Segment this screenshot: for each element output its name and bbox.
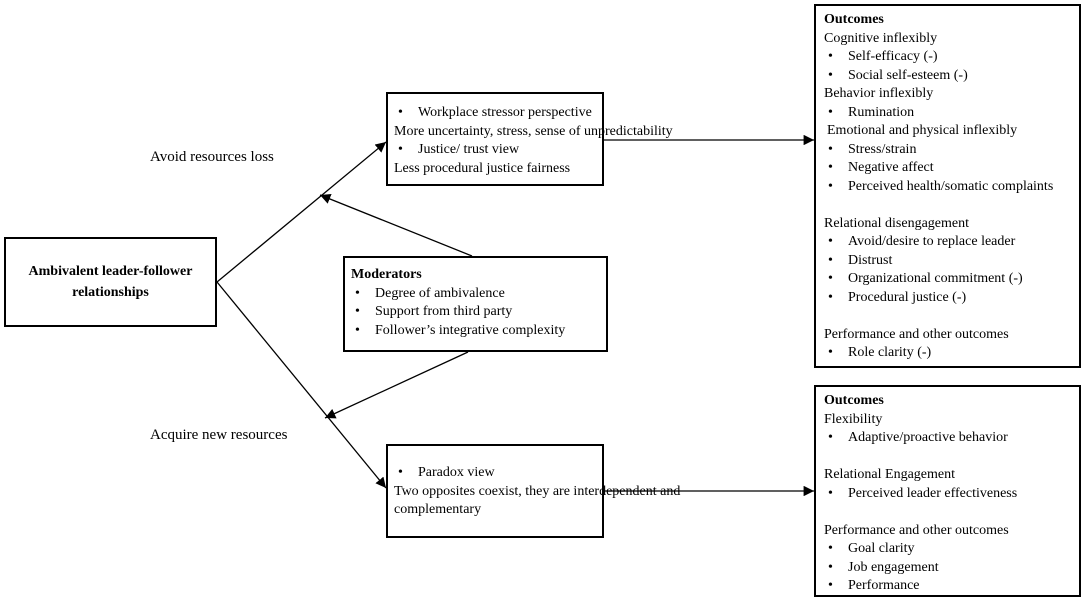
moderators-box: Moderators Degree of ambivalence Support… — [343, 256, 608, 352]
outcome-item: Goal clarity — [824, 540, 1079, 559]
justice-trust-bullet: Justice/ trust view — [394, 141, 602, 160]
performance-heading: Performance and other outcomes — [824, 326, 1009, 342]
arrow-central-to-lower — [216, 281, 387, 489]
emotional-heading: Emotional and physical inflexibly — [827, 123, 1018, 138]
central-construct-box: Ambivalent leader-follower relationships — [4, 237, 217, 327]
outcome-item: Perceived health/somatic complaints — [824, 178, 1079, 197]
paradox-text-line1: Two opposites coexist, they are interdep… — [394, 483, 681, 499]
workplace-stressor-bullet: Workplace stressor perspective — [394, 104, 602, 123]
behavior-heading: Behavior inflexibly — [824, 86, 934, 101]
outcome-item: Job engagement — [824, 559, 1079, 578]
outcome-item: Procedural justice (-) — [824, 289, 1079, 308]
relational-engagement-heading: Relational Engagement — [824, 467, 956, 482]
moderator-item: Degree of ambivalence — [351, 285, 606, 304]
outcome-item: Perceived leader effectiveness — [824, 485, 1079, 504]
arrow-moderator-to-upper-path — [319, 194, 473, 257]
moderator-item: Support from third party — [351, 303, 606, 322]
arrow-central-to-upper — [216, 141, 387, 283]
acquire-resources-label: Acquire new resources — [150, 427, 288, 443]
outcome-item: Negative affect — [824, 159, 1079, 178]
positive-outcomes-box: Outcomes Flexibility Adaptive/proactive … — [814, 385, 1081, 597]
outcome-item: Rumination — [824, 104, 1079, 123]
outcomes-title: Outcomes — [824, 393, 884, 408]
avoid-loss-label: Avoid resources loss — [150, 149, 274, 165]
outcome-item: Self-efficacy (-) — [824, 48, 1079, 67]
outcome-item: Adaptive/proactive behavior — [824, 429, 1079, 448]
flexibility-heading: Flexibility — [824, 411, 883, 427]
outcome-item: Role clarity (-) — [824, 344, 1079, 363]
upper-mechanism-box: Workplace stressor perspective More unce… — [386, 92, 673, 186]
procedural-justice-text: Less procedural justice fairness — [394, 160, 571, 176]
paradox-text-line2: complementary — [394, 502, 482, 517]
lower-mechanism-box: Paradox view Two opposites coexist, they… — [386, 444, 681, 538]
moderators-title: Moderators — [351, 267, 422, 282]
outcome-item: Performance — [824, 577, 1079, 596]
moderator-item: Follower’s integrative complexity — [351, 322, 606, 341]
negative-outcomes-box: Outcomes Cognitive inflexibly Self-effic… — [814, 4, 1081, 368]
outcome-item: Organizational commitment (-) — [824, 270, 1079, 289]
outcome-item: Stress/strain — [824, 141, 1079, 160]
relational-heading: Relational disengagement — [824, 215, 970, 231]
paradox-view-bullet: Paradox view — [394, 464, 602, 483]
outcome-item: Avoid/desire to replace leader — [824, 233, 1079, 252]
outcome-item: Distrust — [824, 252, 1079, 271]
uncertainty-text: More uncertainty, stress, sense of unpre… — [394, 123, 673, 139]
central-construct-title: Ambivalent leader-follower relationships — [28, 264, 193, 300]
performance-heading: Performance and other outcomes — [824, 522, 1009, 538]
arrow-moderator-to-lower-path — [324, 351, 469, 419]
outcomes-title: Outcomes — [824, 12, 884, 27]
cognitive-heading: Cognitive inflexibly — [824, 30, 938, 46]
outcome-item: Social self-esteem (-) — [824, 67, 1079, 86]
